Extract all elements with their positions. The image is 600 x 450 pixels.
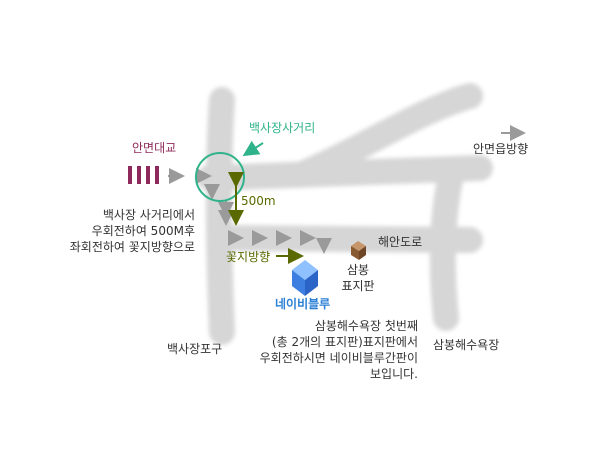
- directions-left-line: 백사장 사거리에서: [102, 208, 195, 222]
- bridge-icon: [128, 166, 159, 184]
- road-upper-right: [287, 83, 483, 188]
- intersection-circle: [195, 152, 245, 202]
- directions-bottom-line: 삼봉해수욕장 첫번째: [314, 319, 418, 333]
- sambong-sign-label: 삼봉 표지판: [338, 262, 378, 294]
- directions-left: 백사장 사거리에서 우회전하여 500M후 좌회전하여 꽃지방향으로: [60, 207, 195, 255]
- directions-bottom-line: 우회전하시면 네이비블루간판이: [259, 351, 418, 365]
- intersection-label: 백사장사거리: [249, 121, 316, 135]
- intersection-pointer-arrow: [242, 140, 264, 157]
- directions-bottom-line: 보입니다.: [370, 367, 418, 381]
- coast-road-label: 해안도로: [378, 235, 423, 249]
- route-arrows: [168, 168, 332, 254]
- sign-icon: [351, 241, 366, 260]
- sambong-sign-line: 표지판: [341, 279, 375, 293]
- baeksajang-port-label: 백사장포구: [167, 342, 223, 356]
- sambong-sign-line: 삼봉: [346, 263, 370, 277]
- directions-left-line: 우회전하여 500M후: [91, 224, 195, 238]
- directions-bottom: 삼봉해수욕장 첫번째 (총 2개의 표지판)표지판에서 우회전하시면 네이비블루…: [238, 318, 418, 382]
- cube-icon: [292, 260, 318, 296]
- road-coast: [217, 225, 483, 253]
- sambong-beach-label: 삼봉해수욕장: [433, 338, 500, 352]
- anmyeon-eup-label: 안면읍방향: [473, 142, 529, 156]
- navi-blue-label: 네이비블루: [275, 297, 331, 311]
- road-horizontal-top: [197, 155, 493, 191]
- road-vertical-main: [206, 87, 235, 345]
- distance-label: 500m: [241, 194, 276, 208]
- road-vertical-right: [429, 167, 463, 331]
- roads: [197, 83, 493, 345]
- anmyeon-bridge-label: 안면대교: [132, 141, 177, 155]
- directions-left-line: 좌회전하여 꽃지방향으로: [69, 240, 195, 254]
- directions-bottom-line: (총 2개의 표지판)표지판에서: [271, 335, 418, 349]
- kkotji-direction-label: 꽃지방향: [226, 250, 271, 264]
